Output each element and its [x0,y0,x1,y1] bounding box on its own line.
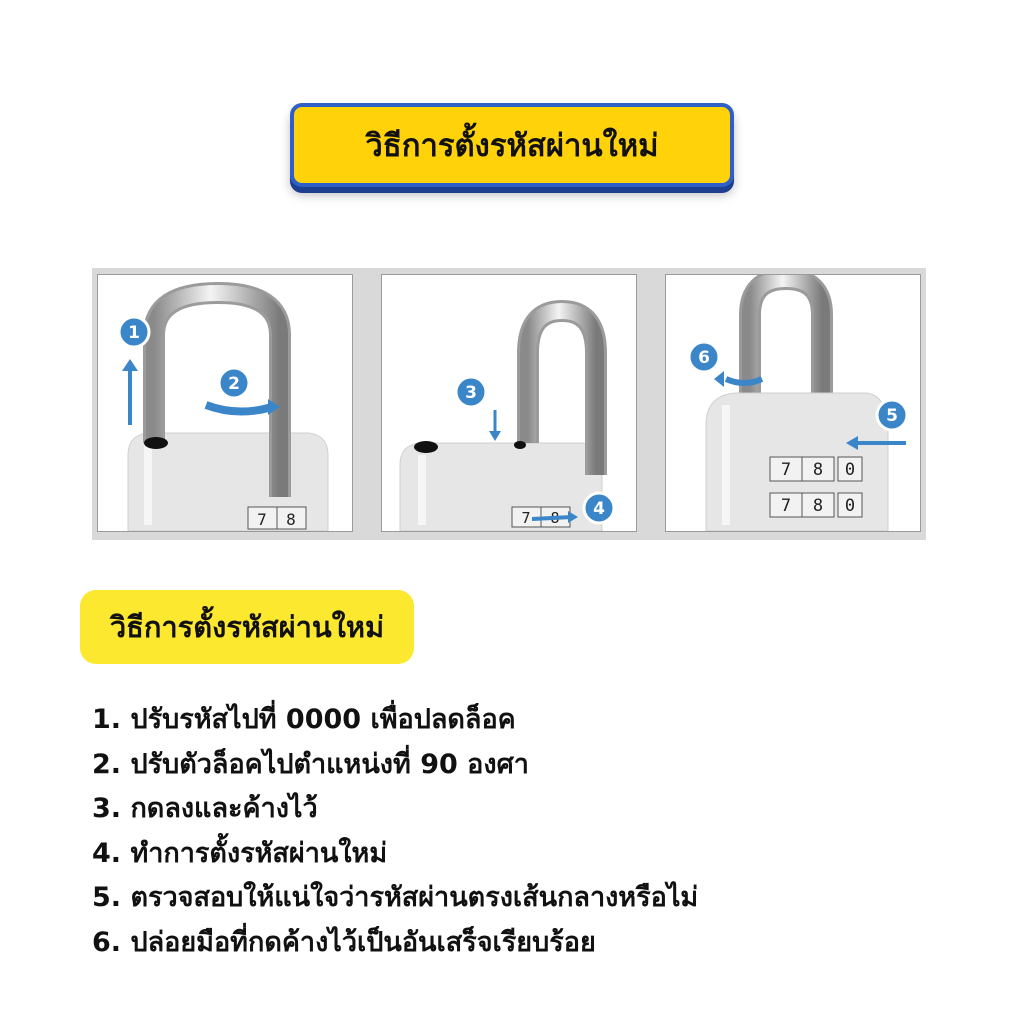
step-badge [875,398,909,432]
step-badge [582,491,616,525]
dial-digit: 8 [813,460,823,480]
steps-list: 1. ปรับรหัสไปที่ 0000 เพื่อปลดล็อค 2. ปร… [92,698,698,965]
dial-digit: 7 [781,496,791,516]
section-heading: วิธีการตั้งรหัสผ่านใหม่ [109,610,385,644]
step-badge [454,375,488,409]
dial-digit: 8 [286,510,296,529]
step-panel-3: 7 8 0 7 8 0 6 5 [665,274,921,532]
dial-digit: 8 [813,496,823,516]
step-panel-1: 7 8 1 2 [97,274,353,532]
step-badge [117,315,151,349]
dial-digit: 7 [781,460,791,480]
step-badge-number: 2 [228,374,240,394]
banner-title: วิธีการตั้งรหัสผ่านใหม่ [365,128,659,164]
step-item-6: 6. ปล่อยมือที่กดค้างไว้เป็นอันเสร็จเรียบ… [92,926,596,958]
dial-digit: 0 [845,460,855,480]
section-heading-pill: วิธีการตั้งรหัสผ่านใหม่ [80,590,414,664]
step-badge [217,366,251,400]
step-badge-number: 6 [698,348,710,368]
step-badge [687,340,721,374]
step-item-4: 4. ทำการตั้งรหัสผ่านใหม่ [92,837,388,869]
dial-digit: 0 [845,496,855,516]
step-badge-number: 4 [593,499,605,519]
padlock-illustration-2: 7 8 3 4 [399,299,616,531]
step-item-1: 1. ปรับรหัสไปที่ 0000 เพื่อปลดล็อค [92,704,516,735]
step-item-3: 3. กดลงและค้างไว้ [92,793,318,824]
dial-digit: 7 [521,509,530,527]
step-item-5: 5. ตรวจสอบให้แน่ใจว่ารหัสผ่านตรงเส้นกลาง… [92,882,699,913]
padlock-illustration-1: 7 8 1 2 [117,281,329,531]
step-badge-number: 1 [128,323,140,343]
step-badge-number: 3 [465,383,477,403]
step-panel-2: 7 8 3 4 [381,274,637,532]
step-badge-number: 5 [886,406,898,426]
dial-digit: 7 [257,510,267,529]
title-banner: วิธีการตั้งรหัสผ่านใหม่ [290,103,734,187]
step-item-2: 2. ปรับตัวล็อคไปตำแหน่งที่ 90 องศา [92,748,529,780]
padlock-illustration-3: 7 8 0 7 8 0 6 5 [687,275,909,531]
